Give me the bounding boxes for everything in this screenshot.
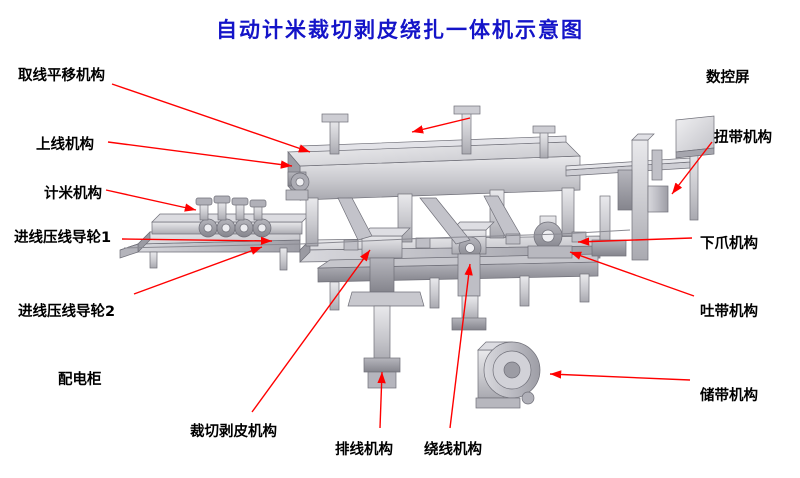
label-cnc-screen: 数控屏 bbox=[706, 70, 750, 86]
label-meter-counting: 计米机构 bbox=[44, 186, 102, 202]
label-wire-feed: 上线机构 bbox=[36, 137, 94, 153]
label-wire-press-guide-1: 进线压线导轮1 bbox=[14, 230, 112, 246]
label-power-cabinet: 配电柜 bbox=[58, 372, 102, 388]
page-title: 自动计米裁切剥皮绕扎一体机示意图 bbox=[216, 18, 584, 42]
label-tape-storage: 储带机构 bbox=[700, 388, 758, 404]
label-winding: 绕线机构 bbox=[424, 442, 482, 458]
label-wire-arrange: 排线机构 bbox=[335, 442, 393, 458]
label-lower-claw: 下爪机构 bbox=[700, 236, 758, 252]
label-wire-press-guide-2: 进线压线导轮2 bbox=[18, 304, 116, 320]
label-twist-tape: 扭带机构 bbox=[714, 130, 772, 146]
label-tape-spit: 吐带机构 bbox=[700, 304, 758, 320]
label-cut-strip: 裁切剥皮机构 bbox=[190, 424, 277, 440]
label-take-wire-translation: 取线平移机构 bbox=[18, 68, 105, 84]
